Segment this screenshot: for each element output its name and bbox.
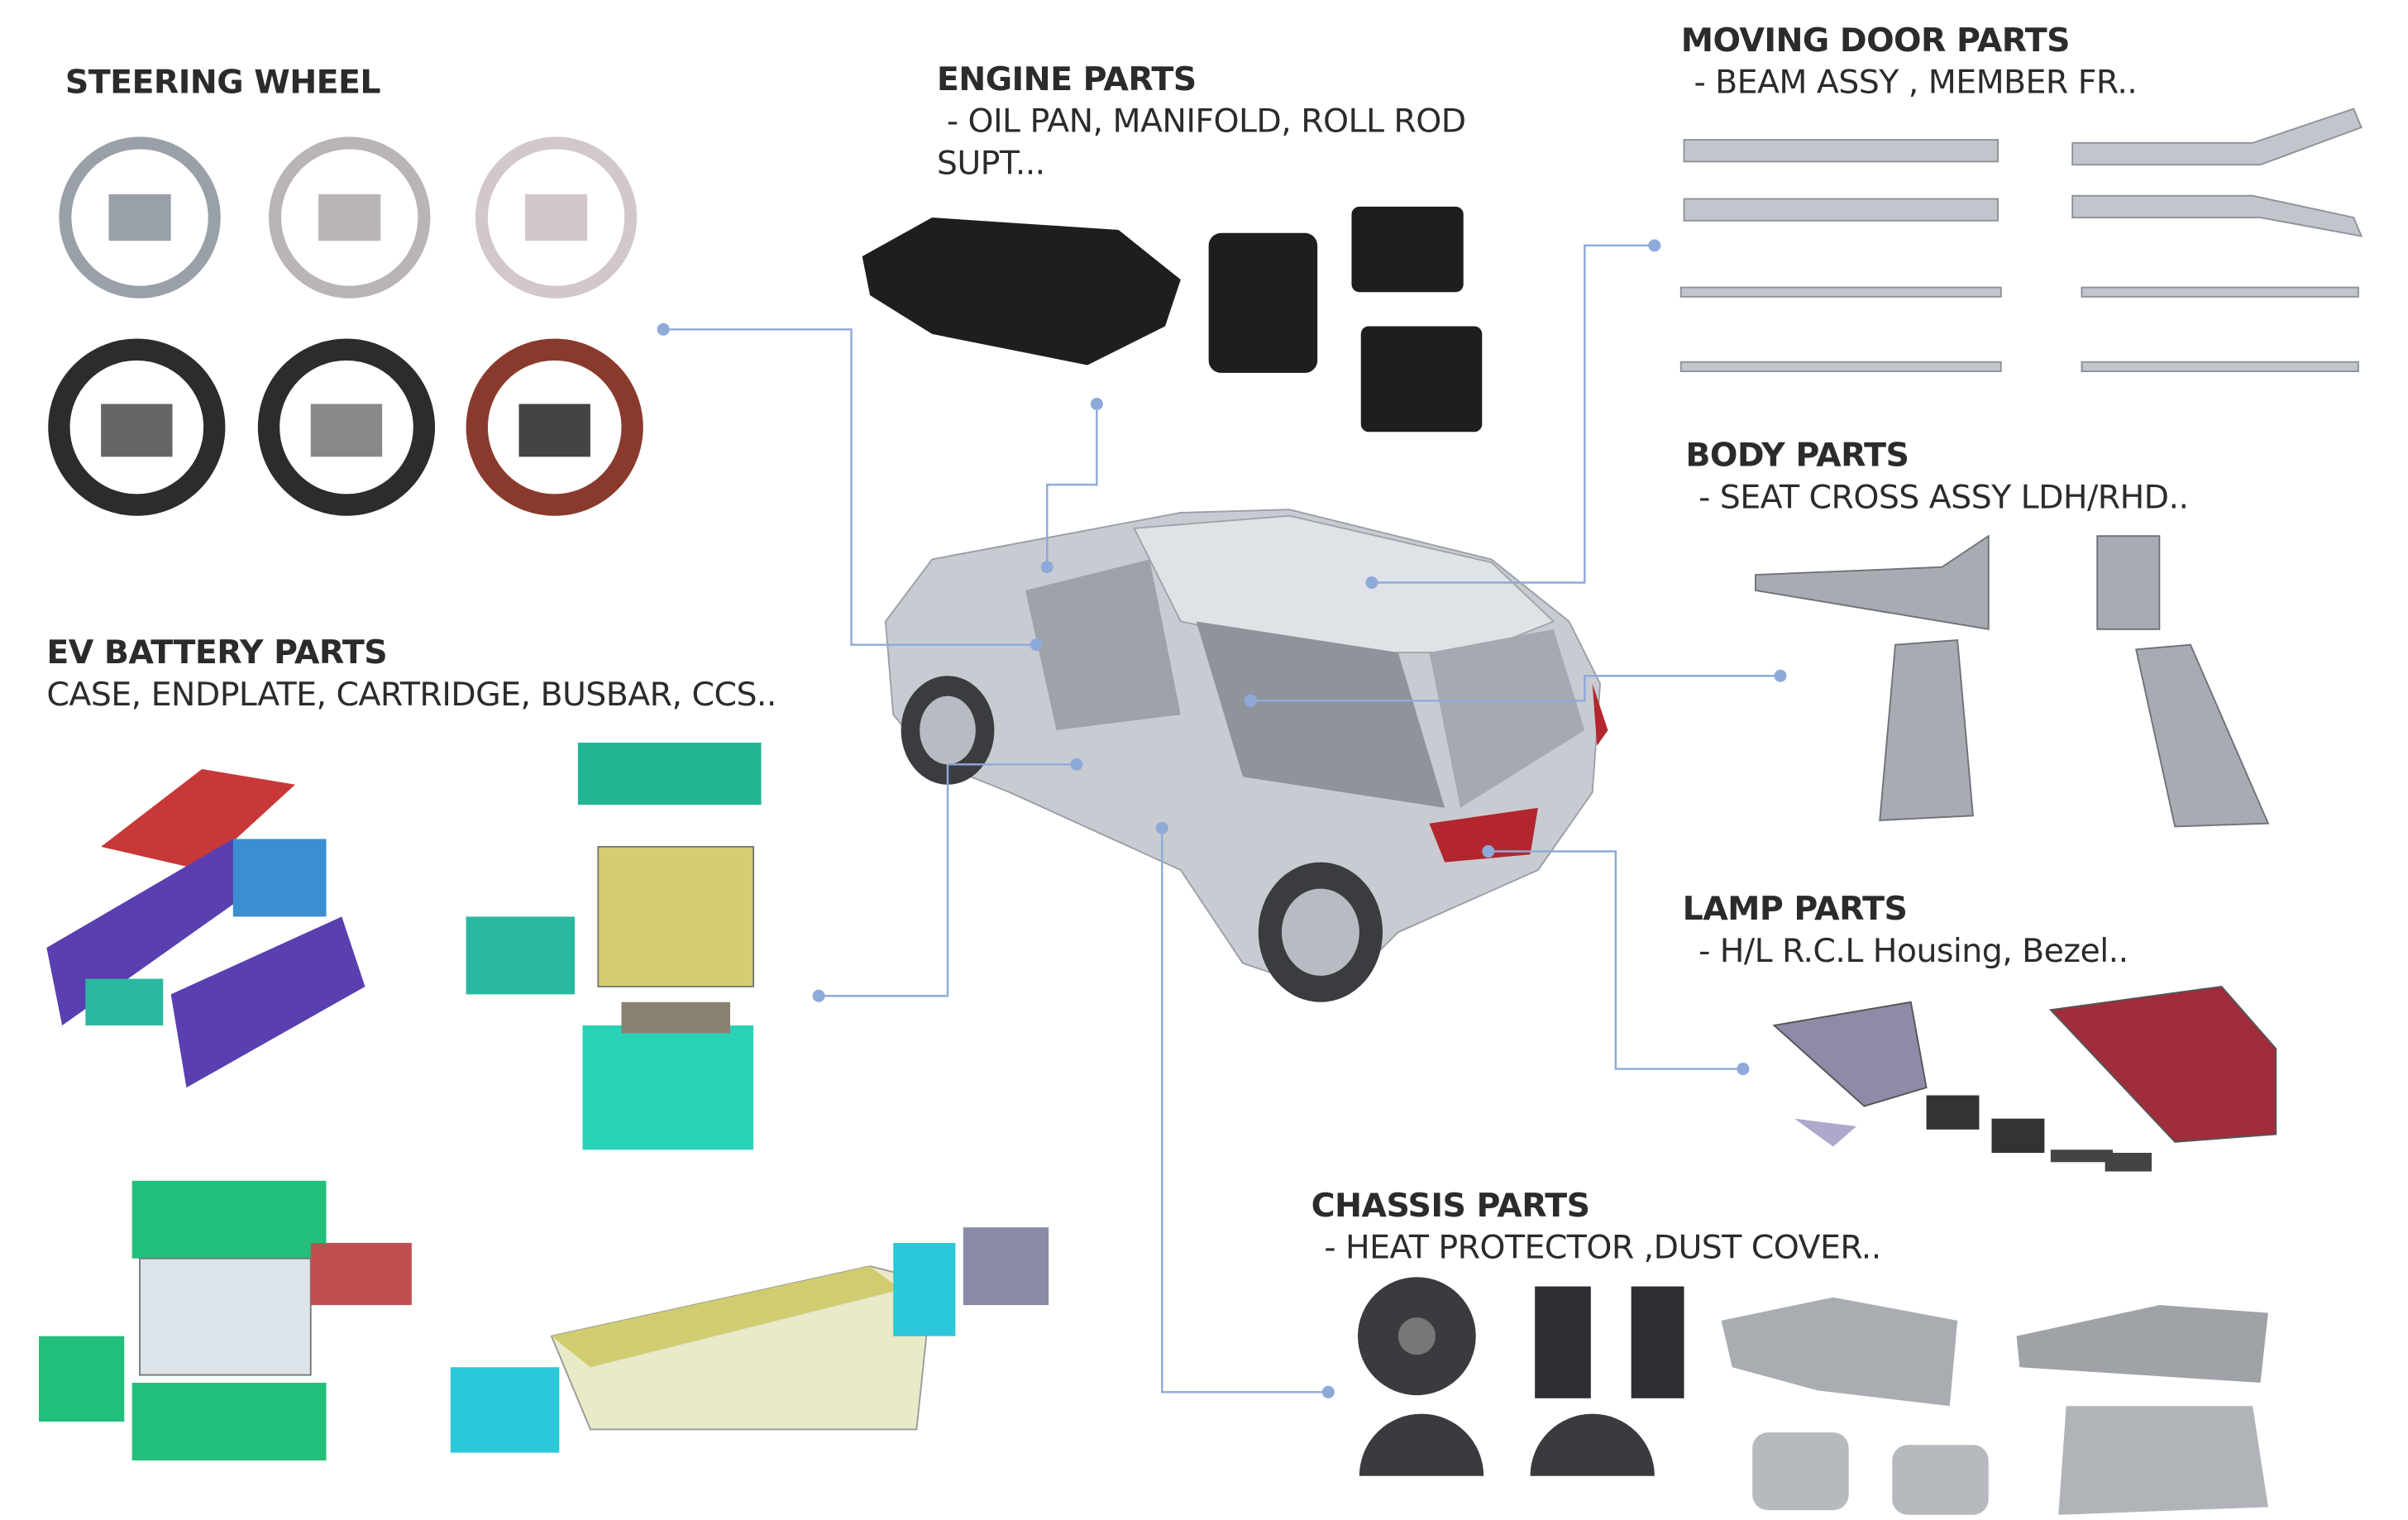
chassis-parts-title: CHASSIS PARTS [1311,1187,1590,1225]
body-parts-images [1754,534,2270,828]
body-parts-title: BODY PARTS [1685,436,1909,475]
engine-parts-subtitle: - OIL PAN, MANIFOLD, ROLL ROD [936,102,1466,141]
steering-wheel-title: STEERING WHEEL [64,64,381,102]
body-parts-subtitle: - SEAT CROSS ASSY LDH/RHD.. [1689,478,2189,516]
engine-parts-subtitle-cont: SUPT... [936,144,1045,182]
chassis-parts-subtitle: - HEAT PROTECTOR ,DUST COVER.. [1314,1229,1881,1267]
car-body-image [884,509,1608,1002]
chassis-parts-images [1357,1277,2268,1515]
moving-door-parts-title: MOVING DOOR PARTS [1680,22,2071,60]
connector-dots [657,239,1787,1398]
moving-door-parts-images [1679,108,2363,372]
ev-battery-parts-images [38,743,1049,1460]
ev-battery-parts-title: EV BATTERY PARTS [46,633,388,672]
steering-wheel-images [48,136,643,516]
lamp-parts-subtitle: - H/L R.C.L Housing, Bezel.. [1689,932,2128,970]
lamp-parts-images [1772,985,2277,1172]
engine-parts-title: ENGINE PARTS [936,60,1197,98]
ev-battery-parts-subtitle: CASE, ENDPLATE, CARTRIDGE, BUSBAR, CCS.. [46,676,776,714]
engine-parts-images [862,206,1483,433]
connector-lines [663,244,1780,1393]
moving-door-parts-subtitle: - BEAM ASSY , MEMBER FR.. [1684,64,2138,102]
lamp-parts-title: LAMP PARTS [1682,890,1908,928]
